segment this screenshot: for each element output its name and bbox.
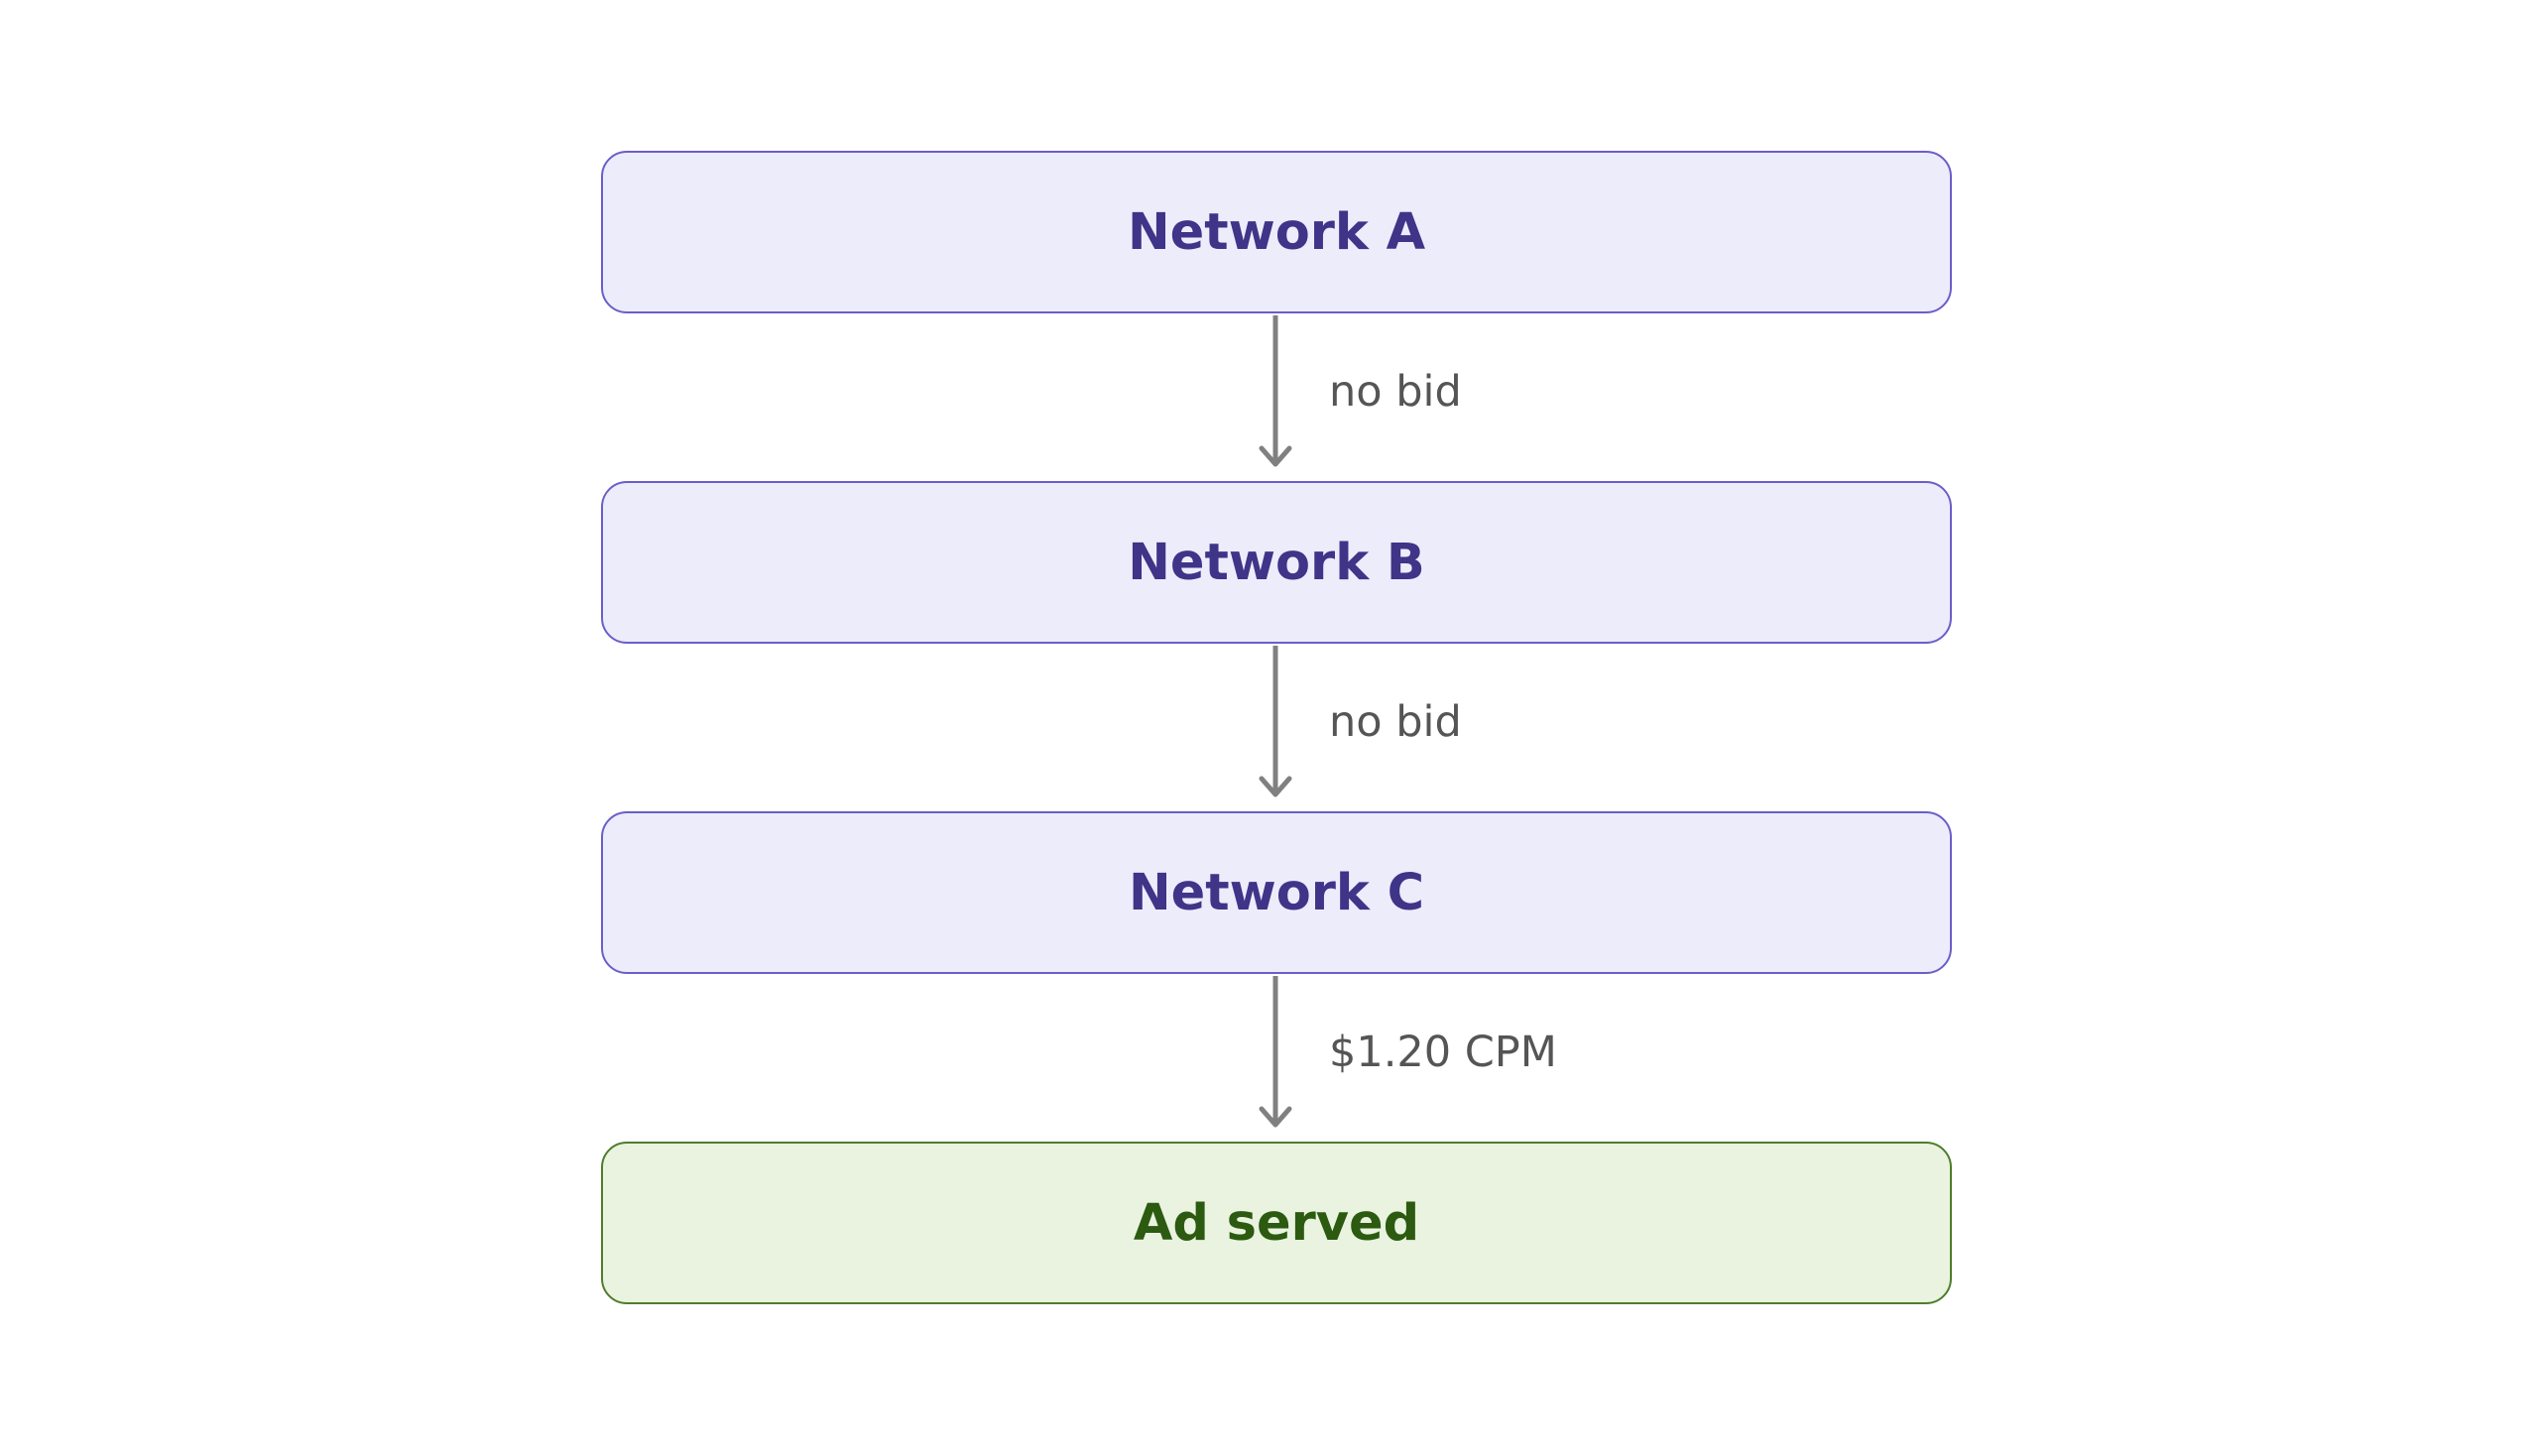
- node-label: Ad served: [1133, 1193, 1420, 1253]
- node-label: Network C: [1128, 863, 1425, 922]
- node-label: Network A: [1127, 202, 1426, 262]
- node-ad-served: Ad served: [601, 1142, 1952, 1304]
- edge-network-b-to-network-c: [1259, 646, 1292, 797]
- edge-network-c-to-ad-served: [1259, 976, 1292, 1128]
- node-network-c: Network C: [601, 811, 1952, 974]
- node-network-b: Network B: [601, 481, 1952, 644]
- node-network-a: Network A: [601, 151, 1952, 313]
- node-label: Network B: [1128, 533, 1425, 592]
- edge-label: no bid: [1329, 697, 1462, 747]
- edge-label: no bid: [1329, 367, 1462, 417]
- edge-network-a-to-network-b: [1259, 315, 1292, 467]
- edge-label: $1.20 CPM: [1329, 1028, 1557, 1077]
